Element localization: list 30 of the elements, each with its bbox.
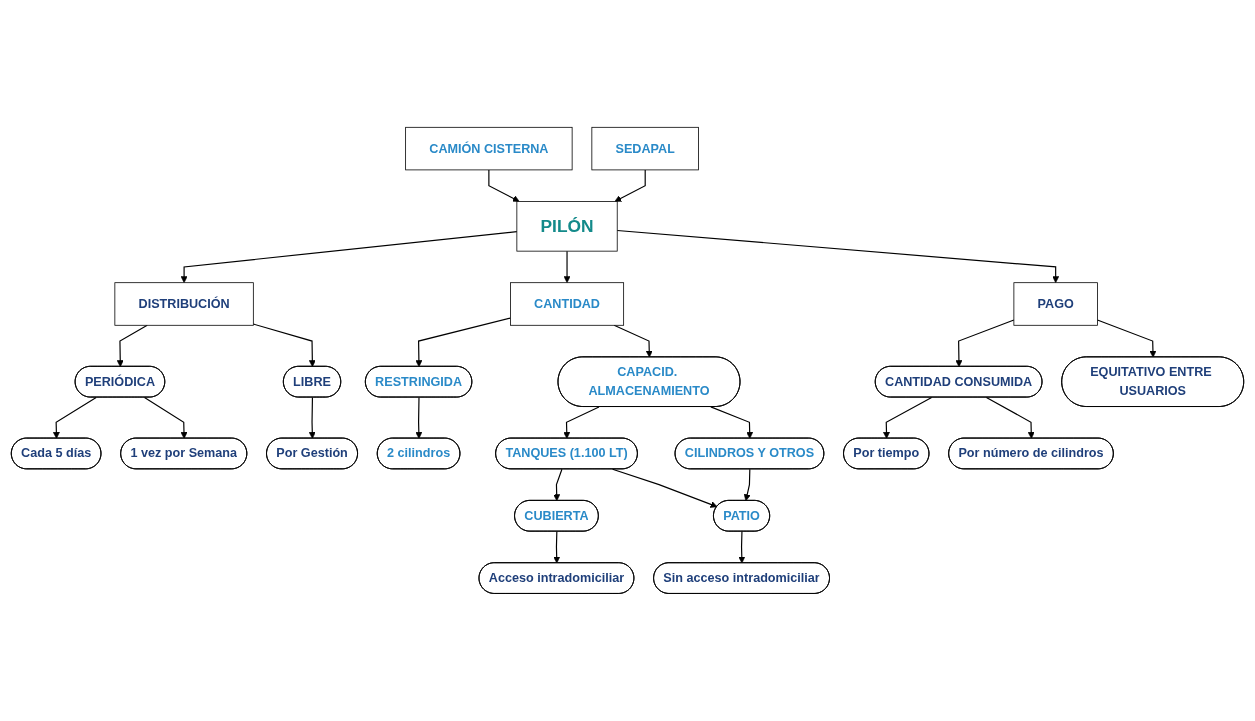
node-box: CAMIÓN CISTERNA [405, 127, 573, 171]
node-box: DISTRIBUCIÓN [114, 282, 254, 326]
arrow [612, 468, 718, 508]
arrow [488, 169, 520, 202]
arrow [553, 468, 563, 502]
arrow [415, 396, 423, 439]
arrow [616, 230, 1060, 284]
node-box: PILÓN [516, 201, 618, 252]
arrow [308, 396, 316, 439]
arrow [563, 250, 571, 284]
arrow [180, 231, 518, 284]
arrow [985, 396, 1035, 439]
arrow [710, 406, 754, 439]
arrow [743, 468, 751, 502]
node-box: CANTIDAD [510, 282, 625, 326]
node-box: PAGO [1013, 282, 1098, 326]
arrow [955, 319, 1015, 368]
arrow [415, 317, 511, 368]
arrow [52, 396, 97, 439]
arrow [614, 169, 646, 202]
arrow [613, 324, 653, 358]
arrow [252, 323, 316, 368]
arrow [563, 406, 600, 439]
arrow [1096, 319, 1157, 358]
arrow [553, 531, 561, 564]
arrow [883, 396, 933, 439]
arrow [143, 396, 188, 439]
arrow [738, 531, 746, 564]
node-box: SEDAPAL [591, 127, 699, 171]
arrow [116, 324, 148, 368]
